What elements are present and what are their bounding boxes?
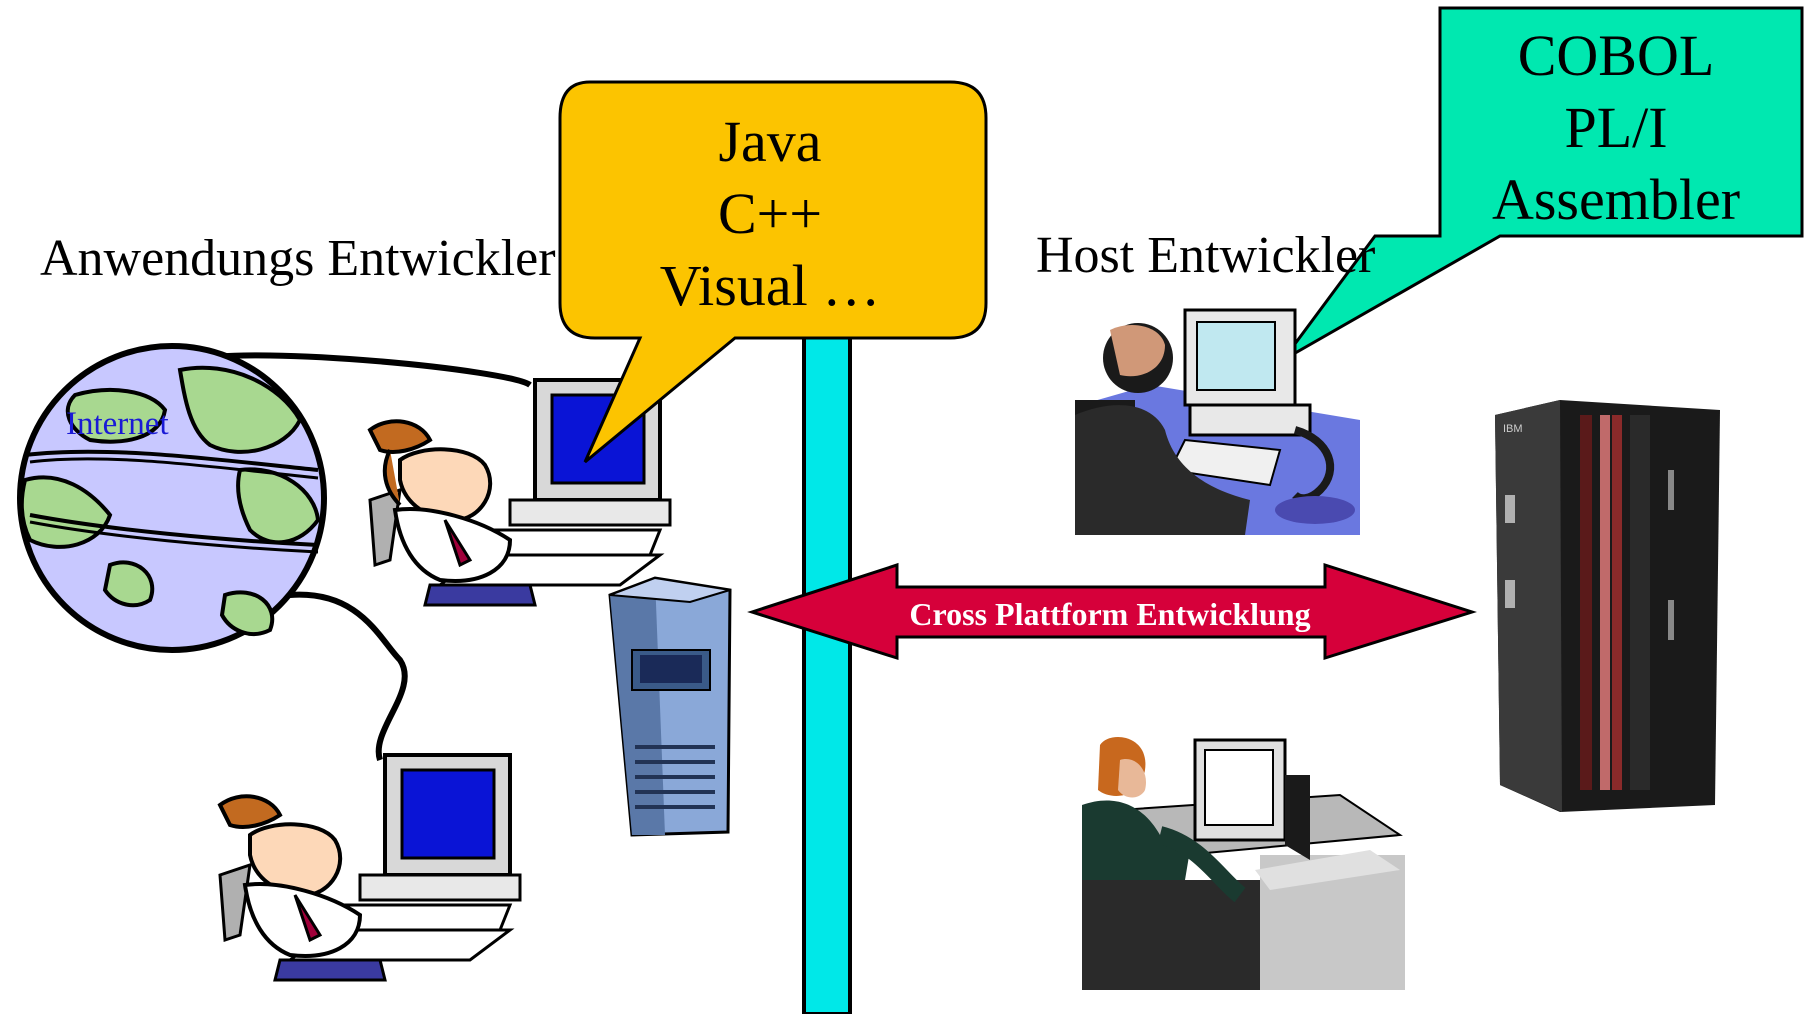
developer-icon — [217, 753, 522, 982]
java-bubble — [558, 80, 988, 464]
language-item: Assembler — [1491, 167, 1741, 232]
globe-icon — [17, 343, 532, 761]
ibm-logo: IBM — [1503, 423, 1523, 435]
language-item: C++ — [717, 181, 823, 246]
language-item: COBOL — [1517, 23, 1715, 88]
cross-platform-arrow — [747, 562, 1477, 661]
java-bubble-text: Java C++ Visual … — [560, 106, 980, 322]
host-developer-icon — [1082, 737, 1405, 990]
mainframe-icon: IBM — [1495, 400, 1720, 812]
internet-label: Internet — [66, 406, 169, 442]
language-item: PL/I — [1564, 95, 1668, 160]
cobol-bubble — [1281, 6, 1804, 362]
host-developer-icon — [1075, 308, 1360, 535]
developer-icon — [367, 378, 672, 607]
language-item: Visual … — [659, 253, 881, 318]
divider-bar — [802, 328, 852, 1016]
app-developer-label: Anwendungs Entwickler — [40, 230, 556, 287]
server-tower-icon — [608, 576, 732, 837]
language-item: Java — [718, 109, 822, 174]
cross-platform-label: Cross Plattform Entwicklung — [909, 596, 1311, 632]
host-developer-label: Host Entwickler — [1036, 227, 1376, 284]
cobol-bubble-text: COBOL PL/I Assembler — [1436, 20, 1796, 236]
